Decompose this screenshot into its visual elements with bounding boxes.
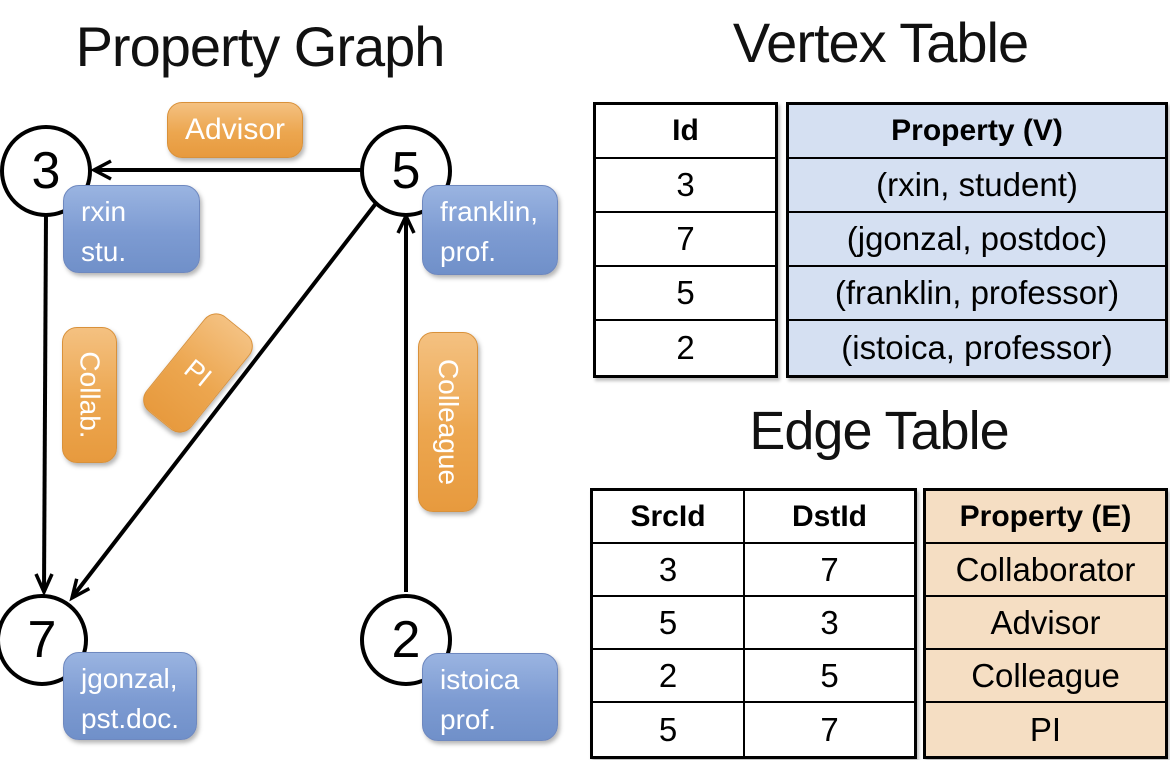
vertex-property-line: stu. <box>81 236 127 267</box>
vertex-property-box-istoica: istoica prof. <box>422 653 558 741</box>
node-id-7: 7 <box>27 611 57 669</box>
vertex-property-cell: (jgonzal, postdoc) <box>789 213 1165 267</box>
edge-dst-cell: 7 <box>743 703 914 756</box>
edge-table-src-dst-columns: SrcId DstId 3 7 5 3 2 5 5 7 <box>590 488 917 759</box>
vertex-property-line: prof. <box>440 704 497 735</box>
vertex-property-line: prof. <box>440 236 497 267</box>
vertex-property-cell: (istoica, professor) <box>789 321 1165 375</box>
edge-property-cell: Collaborator <box>926 544 1165 597</box>
edge-label-collab: Collab. <box>62 327 117 463</box>
edge-label-advisor: Advisor <box>167 102 303 158</box>
vertex-property-box-jgonzal: jgonzal, pst.doc. <box>63 652 197 740</box>
edge-label-colleague: Colleague <box>418 332 478 512</box>
vertex-table-property-column: Property (V) (rxin, student) (jgonzal, p… <box>786 102 1168 378</box>
edge-dst-cell: 3 <box>743 597 914 648</box>
edge-label-text: Collab. <box>74 351 106 439</box>
edge-src-cell: 3 <box>658 550 678 588</box>
vertex-id-cell: 3 <box>596 159 775 213</box>
vertex-property-line: istoica <box>440 664 520 695</box>
edge-property-cell: PI <box>926 703 1165 756</box>
vertex-id-cell: 5 <box>596 267 775 321</box>
edge-src-cell: 5 <box>658 710 678 748</box>
edge-property-cell: Advisor <box>926 597 1165 650</box>
vertex-property-line: jgonzal, <box>81 663 178 694</box>
vertex-id-cell: 2 <box>676 329 695 366</box>
edge-srcid-header: SrcId <box>630 499 706 533</box>
vertex-property-box-rxin: rxin stu. <box>63 185 200 273</box>
edge-property-header: Property (E) <box>926 491 1165 544</box>
node-id-2: 2 <box>391 611 421 669</box>
vertex-id-cell: 7 <box>596 213 775 267</box>
edge-pi-line <box>72 200 379 597</box>
node-id-3: 3 <box>31 142 61 200</box>
vertex-table-id-column: Id 3 7 5 2 <box>593 102 778 378</box>
vertex-table-title: Vertex Table <box>732 11 1029 74</box>
property-graph-title: Property Graph <box>75 15 446 78</box>
edge-table-property-column: Property (E) Collaborator Advisor Collea… <box>923 488 1168 759</box>
edge-src-cell: 2 <box>658 656 678 694</box>
vertex-property-cell: (franklin, professor) <box>789 267 1165 321</box>
edge-property-cell: Colleague <box>926 650 1165 703</box>
edge-table-title: Edge Table <box>749 401 1009 461</box>
edge-dst-cell: 7 <box>743 544 914 595</box>
edge-dst-cell: 5 <box>743 650 914 701</box>
node-id-5: 5 <box>391 142 421 200</box>
vertex-property-line: franklin, <box>440 196 539 227</box>
edge-dstid-header: DstId <box>743 491 914 542</box>
edge-advisor-arrowhead <box>90 159 112 181</box>
edge-label-text: Colleague <box>433 358 465 486</box>
vertex-property-box-franklin: franklin, prof. <box>422 185 558 275</box>
edge-label-text: Advisor <box>184 113 286 146</box>
vertex-property-line: pst.doc. <box>81 703 180 734</box>
edge-collaborator-arrowhead <box>34 573 54 597</box>
edge-label-text: PI <box>178 352 218 393</box>
vertex-property-cell: (rxin, student) <box>789 159 1165 213</box>
vertex-property-header: Property (V) <box>789 105 1165 159</box>
edge-src-cell: 5 <box>658 603 678 641</box>
vertex-property-line: rxin <box>81 196 127 227</box>
vertex-id-header: Id <box>596 105 775 159</box>
edge-pi-arrowhead <box>69 578 91 602</box>
edge-collaborator-line <box>42 213 48 592</box>
